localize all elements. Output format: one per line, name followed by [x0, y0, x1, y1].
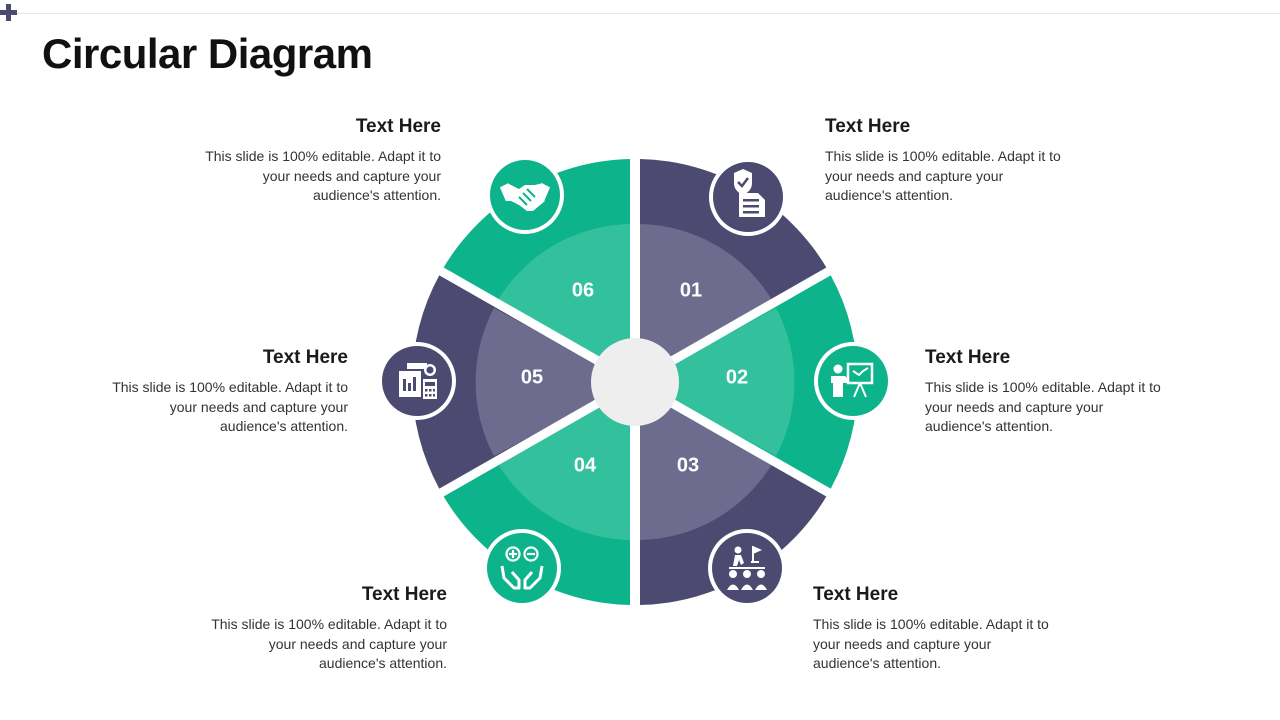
- text-block-02: Text Here This slide is 100% editable. A…: [925, 347, 1165, 437]
- text-body-05: This slide is 100% editable. Adapt it to…: [112, 379, 348, 434]
- segment-number-02: 02: [726, 366, 748, 388]
- segment-number-04: 04: [574, 454, 597, 476]
- text-body-03: This slide is 100% editable. Adapt it to…: [813, 616, 1049, 671]
- text-body-06: This slide is 100% editable. Adapt it to…: [205, 148, 441, 203]
- text-heading-04: Text Here: [361, 584, 447, 605]
- finance-calculator-icon: [378, 342, 456, 420]
- plus-icon: [0, 4, 17, 21]
- shield-document-icon: [709, 158, 787, 236]
- text-heading-01: Text Here: [825, 116, 911, 137]
- segment-number-03: 03: [677, 454, 699, 476]
- segment-number-05: 05: [521, 366, 543, 388]
- text-body-02: This slide is 100% editable. Adapt it to…: [925, 379, 1161, 434]
- center-hub: [591, 338, 679, 426]
- text-heading-03: Text Here: [813, 584, 899, 605]
- text-body-04: This slide is 100% editable. Adapt it to…: [211, 616, 447, 671]
- text-body-01: This slide is 100% editable. Adapt it to…: [825, 148, 1061, 203]
- text-block-06: Text Here This slide is 100% editable. A…: [201, 116, 441, 206]
- text-block-01: Text Here This slide is 100% editable. A…: [825, 116, 1065, 206]
- text-heading-06: Text Here: [355, 116, 441, 137]
- text-block-05: Text Here This slide is 100% editable. A…: [108, 347, 348, 437]
- top-rule: [0, 13, 1280, 14]
- text-heading-02: Text Here: [925, 347, 1011, 368]
- hands-plus-minus-icon: [483, 529, 561, 607]
- handshake-icon: [486, 156, 564, 234]
- team-goal-flag-icon: [708, 529, 786, 607]
- text-block-03: Text Here This slide is 100% editable. A…: [813, 584, 1053, 674]
- segment-number-01: 01: [680, 279, 702, 301]
- presentation-board-icon: [814, 342, 892, 420]
- text-heading-05: Text Here: [262, 347, 348, 368]
- segment-number-06: 06: [572, 279, 594, 301]
- inner-ring: [475, 224, 795, 540]
- page-title: Circular Diagram: [42, 30, 373, 77]
- text-block-04: Text Here This slide is 100% editable. A…: [207, 584, 447, 674]
